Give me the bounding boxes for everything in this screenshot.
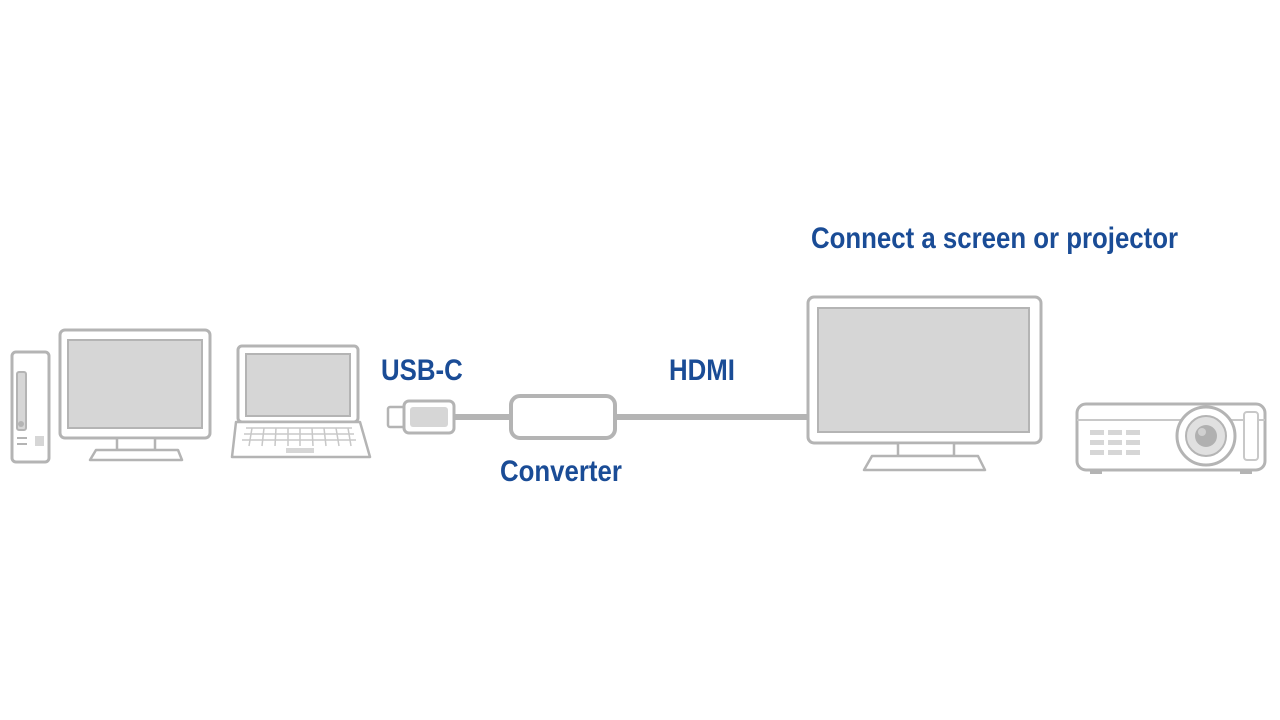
diagram-title: Connect a screen or projector xyxy=(811,222,1179,255)
desktop-tower-icon xyxy=(10,350,51,464)
projector-icon xyxy=(1075,402,1267,474)
external-monitor-icon xyxy=(806,295,1043,472)
hdmi-label: HDMI xyxy=(669,354,735,387)
usb-c-plug-icon xyxy=(386,399,456,435)
converter-box-icon xyxy=(509,394,617,440)
laptop-icon xyxy=(230,344,372,459)
desktop-monitor-icon xyxy=(58,328,212,462)
converter-label: Converter xyxy=(500,455,622,488)
usb-c-label: USB-C xyxy=(381,354,463,387)
